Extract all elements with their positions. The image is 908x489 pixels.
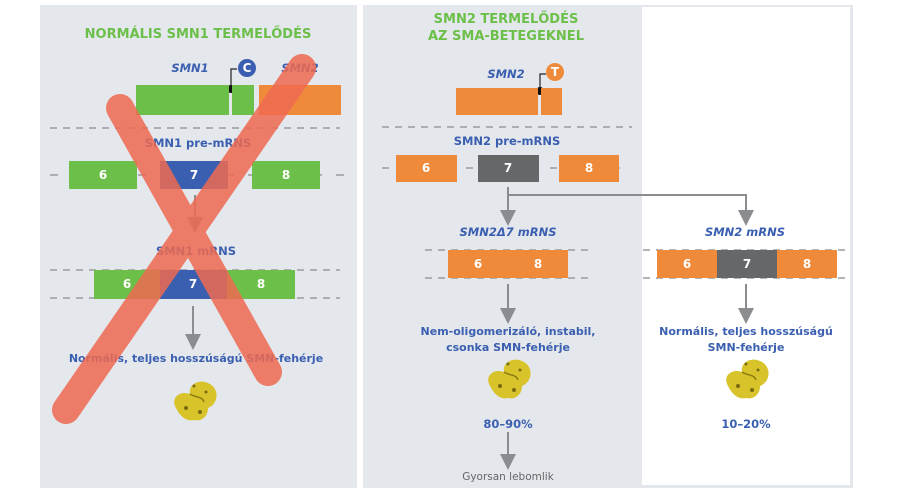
degradation-label: Gyorsan lebomlik bbox=[462, 471, 555, 483]
full-protein-line2: SMN-fehérje bbox=[708, 341, 785, 354]
svg-text:7: 7 bbox=[504, 161, 512, 175]
smn2-delta7-mrna-label: SMN2Δ7 mRNS bbox=[459, 225, 556, 239]
smn1-gene-bar bbox=[136, 85, 229, 115]
svg-text:8: 8 bbox=[257, 277, 265, 291]
svg-text:7: 7 bbox=[189, 277, 197, 291]
pre-mrna-exons: 6 7 8 bbox=[69, 161, 320, 189]
truncated-protein-line2: csonka SMN-fehérje bbox=[446, 341, 570, 354]
cross-out-x-icon bbox=[52, 54, 316, 424]
truncated-percent: 80–90% bbox=[483, 417, 533, 431]
svg-text:8: 8 bbox=[282, 168, 290, 182]
svg-text:6: 6 bbox=[422, 161, 430, 175]
branch-arrow-icon bbox=[508, 194, 754, 226]
smn2-gene-label: SMN2 bbox=[487, 67, 524, 81]
smn2-pre-mrna-exons: 6 7 8 bbox=[396, 155, 619, 182]
smn2-full-exons: 6 7 8 bbox=[657, 250, 837, 278]
smn2-gene-bar bbox=[456, 88, 538, 115]
svg-text:T: T bbox=[551, 65, 560, 79]
truncated-protein-line1: Nem-oligomerizáló, instabil, bbox=[421, 325, 596, 338]
right-panel: SMN2 TERMELŐDÉS AZ SMA-BETEGEKNEL SMN2 T… bbox=[363, 5, 853, 488]
right-title-line2: AZ SMA-BETEGEKNEL bbox=[428, 29, 584, 44]
full-percent: 10–20% bbox=[721, 417, 771, 431]
svg-text:6: 6 bbox=[123, 277, 131, 291]
svg-text:7: 7 bbox=[190, 168, 198, 182]
right-title-line1: SMN2 TERMELŐDÉS bbox=[434, 11, 579, 27]
svg-text:6: 6 bbox=[474, 257, 482, 271]
svg-text:C: C bbox=[243, 61, 252, 75]
svg-text:6: 6 bbox=[683, 257, 691, 271]
mrna-exons: 6 7 8 bbox=[94, 270, 295, 299]
svg-text:8: 8 bbox=[534, 257, 542, 271]
svg-text:6: 6 bbox=[99, 168, 107, 182]
smn2-mrna-label: SMN2 mRNS bbox=[705, 225, 785, 239]
svg-text:8: 8 bbox=[803, 257, 811, 271]
left-title: NORMÁLIS SMN1 TERMELŐDÉS bbox=[85, 26, 312, 42]
left-panel: NORMÁLIS SMN1 TERMELŐDÉS SMN1 SMN2 C SMN… bbox=[40, 5, 357, 488]
smn1-pre-mrna-label: SMN1 pre-mRNS bbox=[145, 136, 252, 150]
full-protein-line1: Normális, teljes hosszúságú bbox=[659, 325, 833, 338]
smn1-gene-label: SMN1 bbox=[171, 61, 208, 75]
smn2-delta7-exons: 6 8 bbox=[448, 250, 568, 278]
svg-text:8: 8 bbox=[585, 161, 593, 175]
svg-text:7: 7 bbox=[743, 257, 751, 271]
smn2-pre-mrna-label: SMN2 pre-mRNS bbox=[454, 134, 561, 148]
